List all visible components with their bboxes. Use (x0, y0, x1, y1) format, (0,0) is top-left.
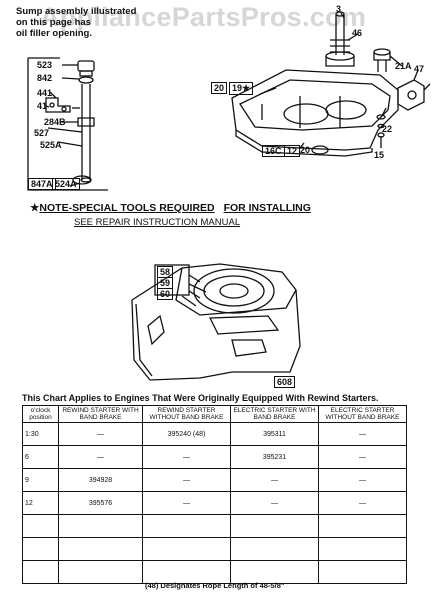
callout-524a: 524A (52, 178, 80, 190)
table-cell: 395576 (58, 491, 143, 515)
callout-19: 19★ (229, 82, 254, 95)
table-cell: 395240 (48) (142, 422, 231, 446)
special-tools-text: NOTE-SPECIAL TOOLS REQUIRED (39, 202, 215, 214)
callout-47: 47 (414, 64, 425, 74)
table-cell (58, 537, 143, 561)
table-cell (318, 560, 407, 584)
table-cell (318, 537, 407, 561)
table-cell: — (58, 445, 143, 469)
callout-21a: 21A (395, 61, 412, 71)
callout-284b: 284B (44, 117, 66, 127)
callout-16c: 16C (262, 145, 285, 157)
table-cell (142, 537, 231, 561)
table-cell: 9 (22, 468, 59, 492)
table-cell: — (142, 445, 231, 469)
starter-parts-table: o'clock position REWIND STARTER WITH BAN… (22, 405, 407, 584)
header-electric-with-brake: ELECTRIC STARTER WITH BAND BRAKE (230, 405, 319, 423)
table-cell: — (318, 491, 407, 515)
special-tools-suffix: FOR INSTALLING (223, 202, 311, 214)
sump-note: Sump assembly illustrated on this page h… (16, 6, 156, 39)
rope-length-footnote: (48) Designates Rope Length of 48-5/8" (145, 581, 285, 590)
table-cell (22, 537, 59, 561)
table-cell: — (230, 491, 319, 515)
table-cell: — (318, 422, 407, 446)
table-cell (22, 560, 59, 584)
table-cell (230, 560, 319, 584)
table-cell: 394928 (58, 468, 143, 492)
callout-441: 441 (37, 88, 53, 98)
table-cell: 12 (22, 491, 59, 515)
chart-title: This Chart Applies to Engines That Were … (22, 393, 379, 403)
table-cell (22, 514, 59, 538)
table-cell (142, 514, 231, 538)
table-row: 1:30 — 395240 (48) 395311 — (22, 422, 407, 446)
callout-22: 22 (382, 124, 393, 134)
table-cell (58, 514, 143, 538)
callout-525a: 525A (40, 140, 62, 150)
table-cell: — (318, 445, 407, 469)
table-cell (230, 514, 319, 538)
callout-19-label: 19 (232, 83, 243, 93)
callout-847a: 847A (28, 178, 56, 190)
callout-20-seal: 20 (300, 145, 311, 155)
header-oclock: o'clock position (22, 405, 59, 423)
callout-527: 527 (34, 128, 50, 138)
header-rewind-without-brake: REWIND STARTER WITHOUT BAND BRAKE (142, 405, 231, 423)
callout-523: 523 (37, 60, 53, 70)
table-row (22, 514, 407, 538)
sump-note-line-2: on this page has (16, 17, 91, 28)
callout-842: 842 (37, 73, 53, 83)
watermark: AppliancePartsPros.com (40, 2, 367, 32)
callout-3: 3 (336, 4, 342, 14)
see-repair-manual: SEE REPAIR INSTRUCTION MANUAL (74, 217, 241, 228)
star-icon: ★ (242, 83, 251, 93)
callout-41: 41 (37, 101, 48, 111)
table-header-row: o'clock position REWIND STARTER WITH BAN… (22, 405, 407, 423)
callout-46: 46 (352, 28, 363, 38)
sump-note-line-3: oil filler opening. (16, 28, 92, 39)
header-electric-without-brake: ELECTRIC STARTER WITHOUT BAND BRAKE (318, 405, 407, 423)
table-cell: — (142, 468, 231, 492)
table-cell (318, 514, 407, 538)
table-row: 9 394928 — — — (22, 468, 407, 492)
table-cell (58, 560, 143, 584)
callout-60: 60 (157, 288, 174, 300)
table-cell: 395311 (230, 422, 319, 446)
sump-note-line-1: Sump assembly illustrated (16, 6, 137, 17)
table-cell: 395231 (230, 445, 319, 469)
table-cell (230, 537, 319, 561)
callout-15: 15 (374, 150, 385, 160)
table-cell: — (230, 468, 319, 492)
table-row: 6 — — 395231 — (22, 445, 407, 469)
callout-12: 12 (284, 145, 301, 157)
table-cell: — (142, 491, 231, 515)
table-row (22, 537, 407, 561)
header-rewind-with-brake: REWIND STARTER WITH BAND BRAKE (58, 405, 143, 423)
star-bullet-icon: ★ (30, 202, 40, 214)
special-tools-note: ★NOTE-SPECIAL TOOLS REQUIRED FOR INSTALL… (30, 202, 311, 214)
table-row (22, 560, 407, 584)
table-row: 12 395576 — — — (22, 491, 407, 515)
table-cell: 6 (22, 445, 59, 469)
table-cell: — (58, 422, 143, 446)
table-cell: 1:30 (22, 422, 59, 446)
callout-20: 20 (211, 82, 228, 94)
table-cell: — (318, 468, 407, 492)
callout-608: 608 (274, 376, 296, 388)
